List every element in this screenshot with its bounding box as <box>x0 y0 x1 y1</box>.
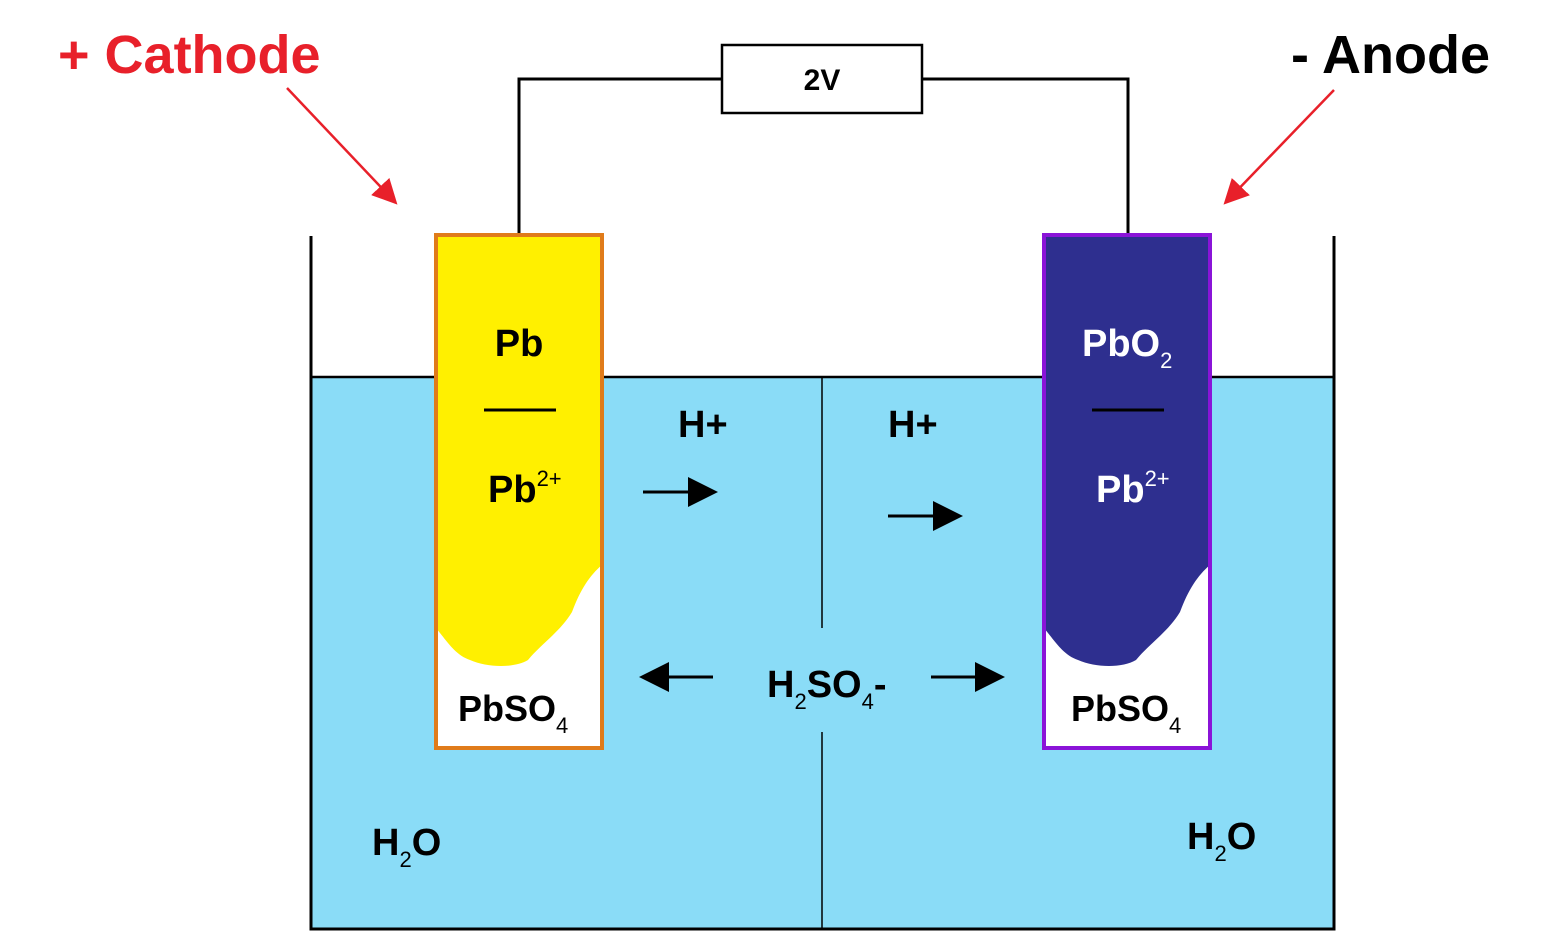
voltage-label: 2V <box>804 64 841 97</box>
anode-pb2plus-label: Pb2+ <box>1096 466 1170 511</box>
water-right-label: H2O <box>1187 816 1256 866</box>
cathode-pbso4-label: PbSO4 <box>458 688 568 738</box>
anode-electrode <box>1042 233 1212 750</box>
hplus-right-label: H+ <box>888 404 938 446</box>
anode-pointer-arrow <box>1223 89 1335 205</box>
wire-left <box>517 77 722 236</box>
hplus-left-label: H+ <box>678 404 728 446</box>
cathode-electrode <box>434 233 604 750</box>
voltage-source-box <box>720 43 924 115</box>
cathode-label: + Cathode <box>58 25 321 85</box>
cathode-pb-label: Pb <box>495 323 544 365</box>
anode-lead-body <box>1044 235 1210 666</box>
cathode-lead-body <box>436 235 602 666</box>
cathode-pointer-arrow <box>286 87 398 205</box>
anode-pbo2-label: PbO2 <box>1082 323 1172 373</box>
water-left-label: H2O <box>372 822 441 872</box>
sulfuric-acid-label: H2SO4- <box>767 664 887 714</box>
wire-right <box>922 77 1130 236</box>
cathode-pb2plus-label: Pb2+ <box>488 466 562 511</box>
anode-pbso4-label: PbSO4 <box>1071 688 1181 738</box>
anode-label: - Anode <box>1291 25 1490 85</box>
